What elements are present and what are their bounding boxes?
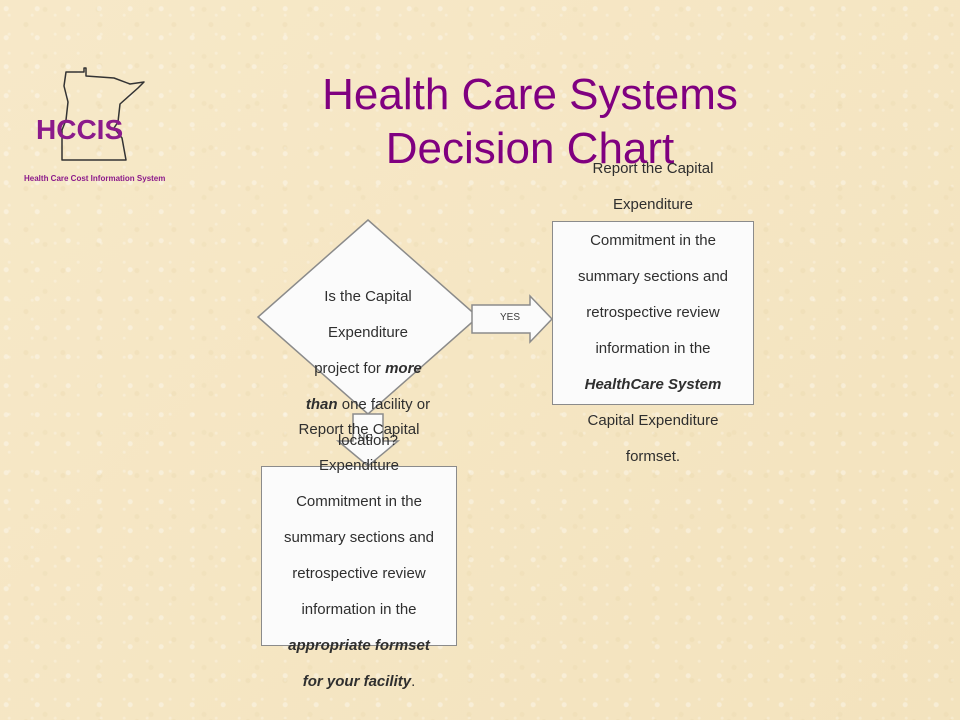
decision-emphasis-more: more bbox=[385, 360, 422, 377]
yes-result-line-5: retrospective review bbox=[586, 304, 720, 321]
yes-result-line-8: Capital Expenditure bbox=[587, 412, 719, 429]
no-label: NO bbox=[358, 433, 373, 444]
logo-tagline: Health Care Cost Information System bbox=[24, 174, 166, 183]
yes-result-line-6: information in the bbox=[595, 340, 711, 357]
title-line-2: Decision Chart bbox=[385, 124, 675, 173]
no-result-line-6: information in the bbox=[301, 601, 417, 618]
no-result-line-7: appropriate formset bbox=[288, 637, 430, 654]
yes-result-line-7: HealthCare System bbox=[584, 376, 722, 393]
logo-acronym: HCCIS bbox=[36, 114, 124, 145]
no-result-line-1: Report the Capital bbox=[298, 421, 420, 438]
no-result-line-5: retrospective review bbox=[292, 565, 426, 582]
decision-question: Is the Capital Expenditure project for m… bbox=[286, 270, 450, 468]
yes-result-line-9: formset. bbox=[625, 448, 681, 465]
yes-result-line-1: Report the Capital bbox=[592, 160, 714, 177]
hccis-logo: HCCIS Health Care Cost Information Syste… bbox=[24, 67, 180, 188]
decision-line-4-suffix: one facility or bbox=[337, 396, 431, 413]
decision-line-1: Is the Capital bbox=[324, 288, 412, 305]
no-result-line-3: Commitment in the bbox=[296, 493, 422, 510]
decision-emphasis-than: than bbox=[305, 396, 338, 413]
yes-result-text: Report the Capital Expenditure Commitmen… bbox=[578, 142, 728, 484]
yes-result-box: Report the Capital Expenditure Commitmen… bbox=[552, 160, 754, 465]
decision-line-3: project for more bbox=[286, 360, 450, 378]
title-line-1: Health Care Systems bbox=[322, 70, 738, 119]
no-result-box: Report the Capital Expenditure Commitmen… bbox=[261, 421, 457, 690]
yes-label: YES bbox=[500, 312, 521, 323]
minnesota-outline-icon bbox=[61, 67, 145, 161]
no-result-line-8-wrap: for your facility. bbox=[284, 673, 434, 691]
yes-result-line-4: summary sections and bbox=[577, 268, 729, 285]
decision-line-3-prefix: project for bbox=[314, 360, 386, 377]
no-result-line-2: Expenditure bbox=[318, 457, 400, 474]
yes-result-line-3: Commitment in the bbox=[590, 232, 716, 249]
page-title: Health Care Systems Decision Chart bbox=[250, 68, 810, 176]
no-result-line-9: . bbox=[411, 673, 416, 690]
decision-line-5: location? bbox=[337, 432, 399, 449]
no-result-line-8: for your facility bbox=[302, 673, 412, 690]
decision-line-2: Expenditure bbox=[327, 324, 409, 341]
decision-line-4: than one facility or bbox=[286, 396, 450, 414]
yes-result-line-2: Expenditure bbox=[612, 196, 694, 213]
no-result-line-4: summary sections and bbox=[283, 529, 435, 546]
no-result-text: Report the Capital Expenditure Commitmen… bbox=[284, 403, 434, 709]
